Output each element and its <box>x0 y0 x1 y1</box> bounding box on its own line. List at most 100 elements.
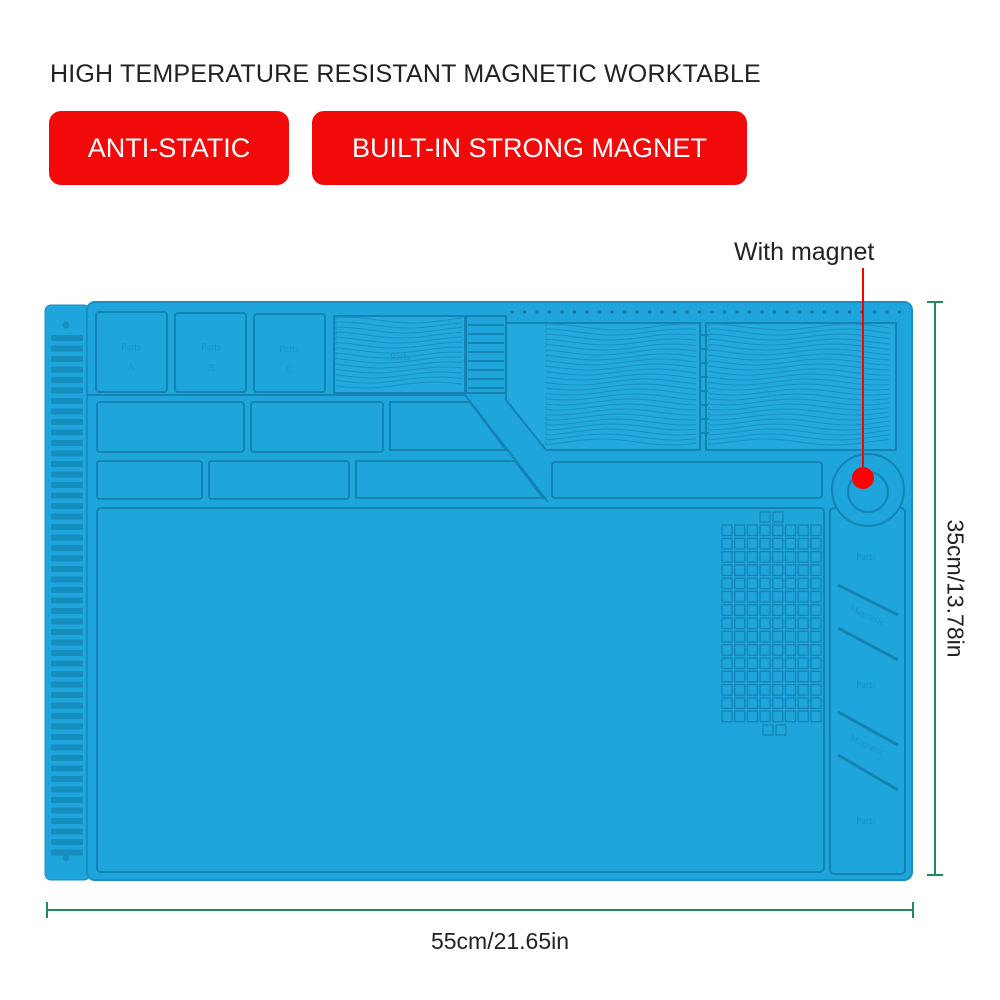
ridge <box>51 461 83 467</box>
wave-line <box>335 371 463 379</box>
tool-hole <box>547 310 552 314</box>
ridge <box>51 335 83 341</box>
grid-cell <box>772 683 784 696</box>
grid-cell <box>759 604 771 616</box>
grid-cell <box>759 697 771 710</box>
ridge <box>51 839 83 845</box>
wave-line <box>708 403 890 411</box>
wave-line <box>545 363 697 371</box>
tool-hole <box>510 310 514 314</box>
tool-hole <box>810 310 814 314</box>
grid-cell <box>759 644 771 656</box>
wave-line <box>545 358 697 366</box>
wave-line <box>545 353 697 361</box>
ridge <box>51 807 83 814</box>
tool-hole <box>897 310 902 314</box>
grid-cell <box>797 537 809 550</box>
grid-cell <box>759 537 771 550</box>
main-work-area <box>96 507 825 873</box>
grid-cell <box>810 657 822 670</box>
grid-cell <box>810 550 822 563</box>
grid-cell <box>772 697 784 710</box>
grid-cell <box>810 683 822 696</box>
emboss-parts-b: Parts <box>201 342 221 353</box>
grid-cell <box>746 697 759 710</box>
grid-cell <box>734 644 746 656</box>
grid-cell <box>797 630 809 643</box>
grid-cell <box>772 537 784 550</box>
tool-hole <box>622 310 627 314</box>
diagonal-divider-slant <box>464 394 549 503</box>
grid-cell <box>734 697 746 710</box>
grid-cell <box>797 644 809 656</box>
ridge <box>51 419 83 425</box>
compartment-c <box>253 313 326 393</box>
grid-cell <box>772 604 784 616</box>
tray-long-top-right <box>551 461 823 499</box>
tool-hole <box>772 310 777 314</box>
wave-line <box>708 363 890 371</box>
wave-line <box>335 381 463 389</box>
wave-line <box>708 378 890 386</box>
compartment-b <box>174 312 247 393</box>
wave-line <box>545 393 697 401</box>
grid-cell <box>784 683 797 696</box>
ridge <box>51 660 83 667</box>
grid-cell <box>797 590 809 603</box>
ridge <box>51 587 83 593</box>
tool-holes <box>510 310 902 314</box>
grid-cell <box>810 710 822 723</box>
wave-line <box>545 388 697 396</box>
grid-cell <box>784 617 797 630</box>
grid-cell <box>734 564 746 577</box>
wave-line <box>335 356 463 364</box>
ridge <box>51 618 83 625</box>
ridge <box>51 534 83 541</box>
tray-row2-2 <box>250 401 384 453</box>
grid-cell <box>784 670 797 683</box>
wave-line <box>335 336 463 344</box>
headline: HIGH TEMPERATURE RESISTANT MAGNETIC WORK… <box>50 60 761 88</box>
wave-line <box>335 376 463 384</box>
wave-line <box>545 398 697 406</box>
emboss-c: C <box>286 365 293 376</box>
wave-texture <box>335 316 890 446</box>
grid-cell <box>784 564 797 577</box>
grid-cell <box>721 524 733 537</box>
grid-cell <box>772 630 784 643</box>
grid-cell <box>721 644 733 656</box>
grid-cell <box>810 644 822 656</box>
wave-line <box>708 438 890 446</box>
wave-line <box>545 408 697 416</box>
ridge <box>51 398 83 404</box>
emboss-a: A <box>127 362 135 373</box>
emboss-parts-right-3: Parts <box>856 816 876 827</box>
wave-line <box>335 331 463 339</box>
wave-compartment-3 <box>705 322 897 451</box>
wave-line <box>545 438 697 446</box>
grid-cell <box>762 724 774 736</box>
grid-cell <box>734 550 746 563</box>
tray-row2-3 <box>389 401 508 451</box>
grid-cell <box>772 550 784 563</box>
wave-line <box>335 366 463 374</box>
grid-cell <box>721 630 733 643</box>
wave-line <box>708 338 890 346</box>
magnet-callout-label: With magnet <box>734 238 875 266</box>
ridge <box>51 503 83 509</box>
wave-line <box>335 326 463 334</box>
ridge <box>51 566 83 572</box>
grid-cell <box>772 617 784 630</box>
grid-cell <box>746 604 759 616</box>
grid-cell <box>797 550 809 563</box>
wave-line <box>545 338 697 346</box>
grid-cell <box>797 564 809 577</box>
wave-line <box>708 418 890 426</box>
tool-hole <box>610 310 614 314</box>
grid-cell <box>772 657 784 670</box>
ridge <box>51 713 83 719</box>
tool-hole <box>585 310 589 314</box>
wave-line <box>708 343 890 351</box>
wave-line <box>708 398 890 406</box>
